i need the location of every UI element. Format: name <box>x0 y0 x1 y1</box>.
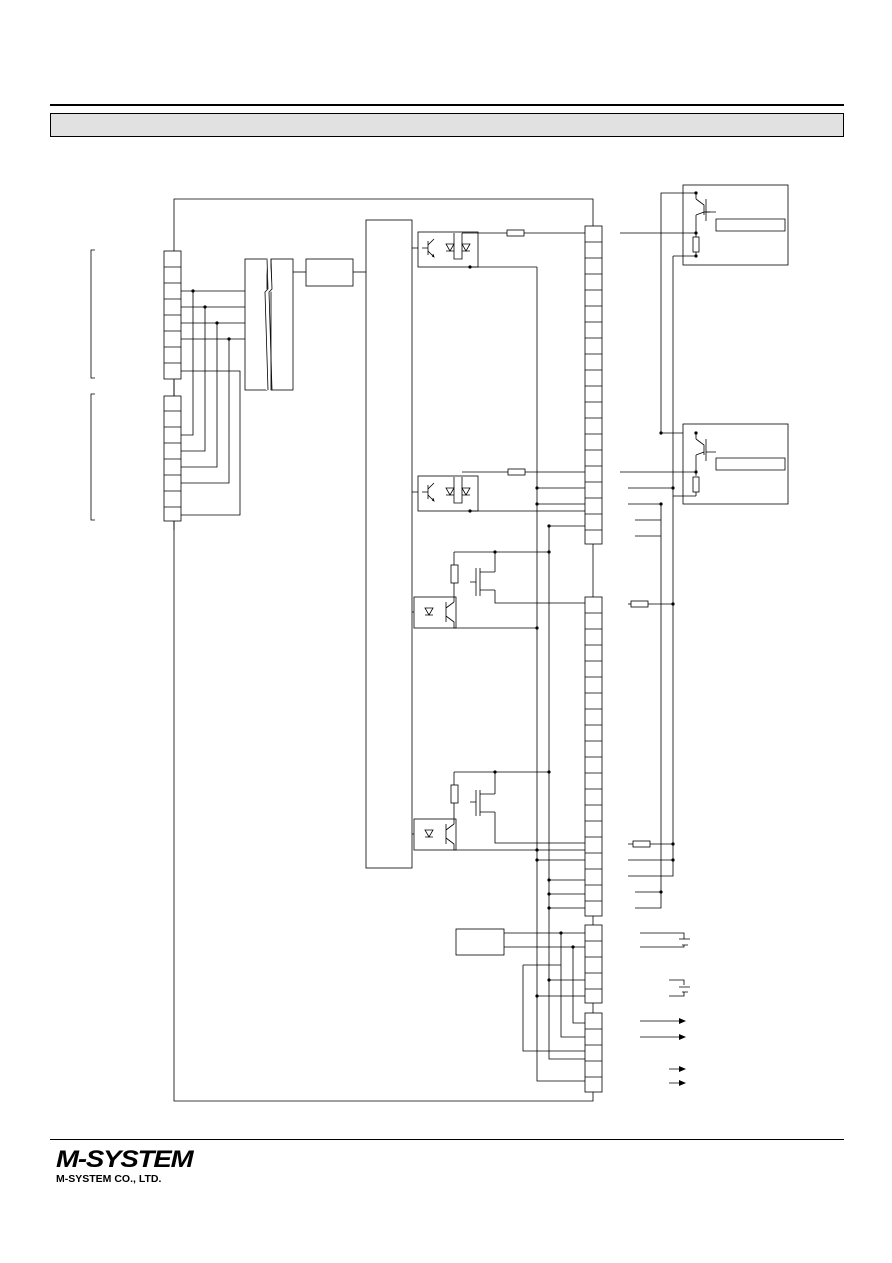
top-rule <box>50 104 844 106</box>
terminal-block-right-b <box>584 596 603 917</box>
signal-arrows <box>640 1020 682 1084</box>
terminal-block-right-c <box>584 924 603 1004</box>
output-load-wiring <box>628 496 674 909</box>
cpu-outputs <box>412 247 418 835</box>
terminal-block-right-a <box>584 225 603 545</box>
transistor-output-1 <box>413 551 585 629</box>
photocoupler-input-2 <box>417 468 585 512</box>
battery-symbol-1 <box>640 932 690 948</box>
photocoupler-input-1 <box>417 229 585 878</box>
terminal-block-left-1 <box>163 250 182 380</box>
logo-mark: M-SYSTEM <box>56 1146 194 1173</box>
bottom-rule <box>50 1139 844 1140</box>
battery-symbol-2 <box>669 979 690 997</box>
external-device-1 <box>620 184 789 434</box>
terminal-block-right-d <box>584 1012 603 1093</box>
signal-arrowheads <box>679 1018 686 1086</box>
power-supply-wires <box>504 932 585 948</box>
main-processing-block <box>365 219 413 869</box>
company-logo: M-SYSTEM M-SYSTEM CO., LTD. <box>56 1148 196 1188</box>
common-bus-junctions <box>468 265 575 998</box>
group-brace-lower <box>90 393 95 521</box>
terminal-block-left-2 <box>163 395 182 522</box>
external-device-2 <box>620 256 789 505</box>
section-title-bar <box>50 113 844 137</box>
group-brace-upper <box>90 249 95 379</box>
isolation-block <box>244 258 294 391</box>
housing-outline-bottom <box>173 520 594 1102</box>
power-supply-block <box>455 928 505 956</box>
transistor-output-2 <box>413 771 585 851</box>
device-junctions <box>659 191 698 894</box>
common-bus-risers <box>522 487 585 1082</box>
bus-junctions <box>191 289 231 341</box>
left-bus-wiring <box>181 290 245 516</box>
company-name: M-SYSTEM CO., LTD. <box>56 1173 162 1185</box>
converter-block <box>305 258 354 287</box>
